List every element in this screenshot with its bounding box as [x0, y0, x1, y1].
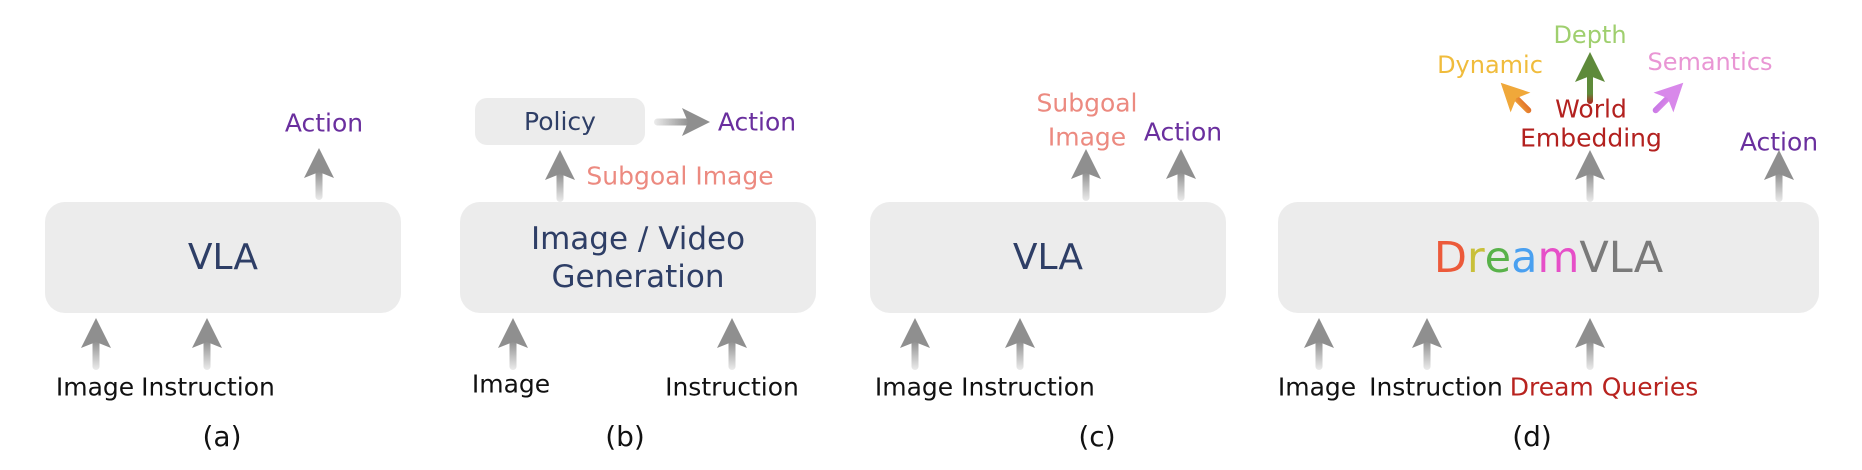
action-label-a: Action — [284, 108, 364, 138]
output-arrow-world-embedding-d — [1575, 150, 1605, 202]
action-label-b: Action — [717, 107, 797, 137]
dream-letter-r: r — [1466, 233, 1485, 283]
semantics-label-d: Semantics — [1647, 48, 1773, 76]
generation-label-line1-b: Image / Video — [530, 221, 746, 257]
input-arrow-instruction-a — [192, 318, 222, 370]
dreamvla-box-d: DreamVLA — [1278, 202, 1819, 313]
dream-letter-m: m — [1537, 233, 1580, 283]
dynamic-arrow-d — [1500, 82, 1532, 114]
dream-letter-d: D — [1433, 233, 1467, 283]
vla-box-a: VLA — [45, 202, 401, 313]
world-embedding-label-line1-d: World — [1555, 94, 1627, 124]
dynamic-label-d: Dynamic — [1437, 51, 1543, 79]
semantics-arrow-d — [1652, 82, 1684, 114]
caption-d: (d) — [1512, 420, 1552, 453]
dream-letter-e: e — [1484, 233, 1512, 283]
input-arrow-instruction-d — [1412, 318, 1442, 370]
generation-label-line2-b: Generation — [551, 259, 725, 295]
subgoal-label-line1-c: Subgoal — [1036, 88, 1138, 118]
caption-a: (a) — [202, 420, 242, 453]
world-embedding-label-line2-d: Embedding — [1520, 123, 1662, 153]
subgoal-arrow-b — [545, 150, 575, 202]
policy-box-b: Policy — [475, 98, 645, 145]
caption-b: (b) — [605, 420, 645, 453]
input-arrow-image-c — [900, 318, 930, 370]
image-video-generation-box-b: Image / Video Generation — [460, 202, 816, 313]
subgoal-image-label-b: Subgoal Image — [586, 161, 774, 191]
input-arrow-dream-queries-d — [1575, 318, 1605, 370]
input-label-image-b: Image — [471, 369, 551, 399]
output-arrow-action-d — [1764, 150, 1794, 202]
output-arrow-action-a — [304, 148, 334, 200]
vla-label-a: VLA — [187, 237, 259, 278]
input-label-instruction-b: Instruction — [665, 372, 799, 402]
input-label-dream-queries-d: Dream Queries — [1509, 372, 1699, 402]
policy-to-action-arrow-b — [654, 108, 710, 136]
input-label-image-a: Image — [55, 372, 135, 402]
input-arrow-instruction-b — [717, 318, 747, 370]
input-label-instruction-a: Instruction — [141, 372, 275, 402]
subgoal-label-line2-c: Image — [1047, 122, 1127, 152]
vla-suffix-d: VLA — [1579, 233, 1664, 283]
output-arrow-subgoal-c — [1071, 149, 1101, 201]
input-label-instruction-d: Instruction — [1369, 372, 1503, 402]
input-label-image-d: Image — [1277, 372, 1357, 402]
dream-letter-a: a — [1511, 233, 1538, 283]
vla-box-c: VLA — [870, 202, 1226, 313]
action-label-c: Action — [1143, 117, 1223, 147]
output-arrow-action-c — [1166, 149, 1196, 201]
depth-label-d: Depth — [1553, 21, 1627, 49]
action-label-d: Action — [1739, 127, 1819, 157]
input-arrow-image-d — [1304, 318, 1334, 370]
input-label-image-c: Image — [874, 372, 954, 402]
input-label-instruction-c: Instruction — [961, 372, 1095, 402]
depth-arrow-d — [1575, 52, 1605, 104]
policy-label-b: Policy — [524, 107, 596, 136]
caption-c: (c) — [1078, 420, 1116, 453]
input-arrow-image-b — [498, 318, 528, 370]
vla-label-c: VLA — [1012, 237, 1084, 278]
input-arrow-image-a — [81, 318, 111, 370]
input-arrow-instruction-c — [1005, 318, 1035, 370]
dreamvla-label-d: DreamVLA — [1278, 237, 1819, 280]
